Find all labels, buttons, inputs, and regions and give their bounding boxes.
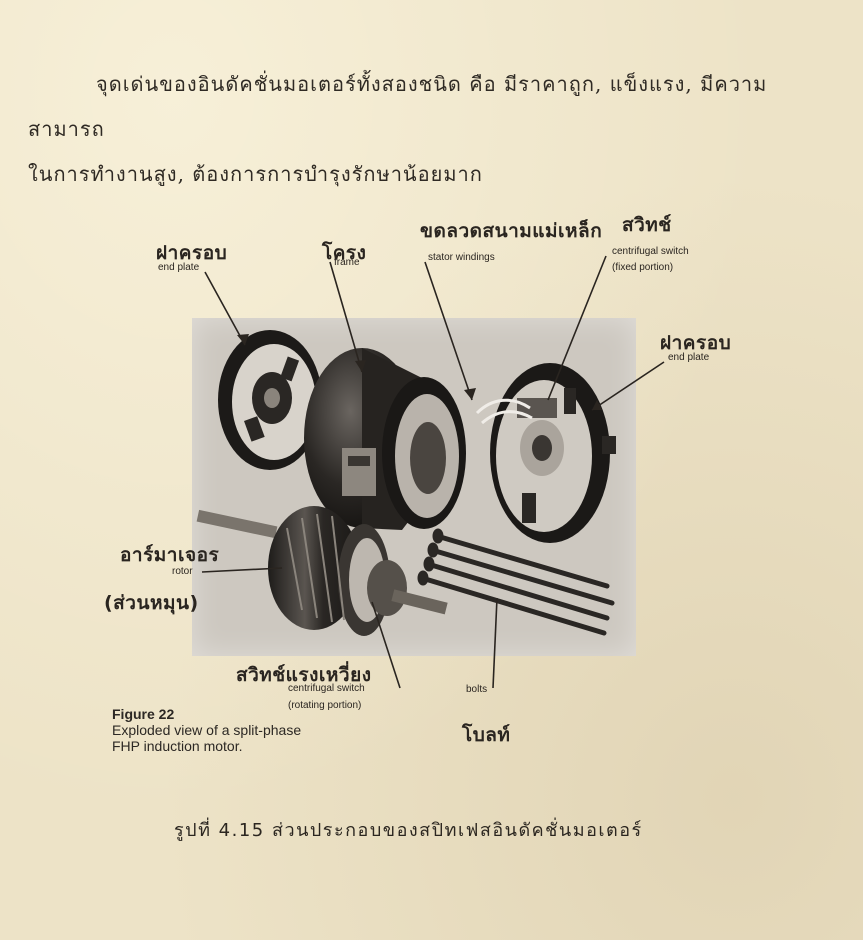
body-paragraph: จุดเด่นของอินดัคชั่นมอเตอร์ทั้งสองชนิด ค… [28, 62, 828, 197]
label-stator-th: ขดลวดสนามแม่เหล็ก [420, 220, 603, 242]
figure-caption-thai: รูปที่ 4.15 ส่วนประกอบของสปิทเฟสอินดัคชั… [174, 820, 643, 841]
label-bolts-th: โบลท์ [462, 724, 511, 746]
figure-caption-block: Figure 22 Exploded view of a split-phase… [112, 706, 372, 754]
label-rotor-th-1: อาร์มาเจอร [120, 544, 220, 566]
paragraph-line-2: ในการทำงานสูง, ต้องการการบำรุงรักษาน้อยม… [28, 162, 483, 186]
label-frame-th: โครง [322, 242, 367, 264]
frame-shape [304, 348, 466, 530]
rotor-shape [196, 506, 448, 636]
figure-description-line-2: FHP induction motor. [112, 738, 243, 754]
bolts-shape [417, 528, 615, 636]
label-end-plate-right-en: end plate [668, 352, 710, 363]
label-rotor-th-2: (ส่วนหมุน) [104, 592, 199, 614]
paragraph-line-1: จุดเด่นของอินดัคชั่นมอเตอร์ทั้งสองชนิด ค… [28, 72, 768, 141]
figure-title: Figure 22 [112, 706, 175, 722]
label-cswitch-en-2: (rotating portion) [288, 700, 362, 711]
motor-exploded-photo [192, 318, 636, 656]
left-end-plate-shape [218, 330, 322, 470]
label-switch-th: สวิทช์ [622, 214, 672, 236]
motor-parts-illustration [196, 330, 616, 636]
label-switch-en-1: centrifugal switch [612, 246, 689, 257]
label-end-plate-left-en: end plate [158, 262, 200, 273]
label-frame-en: frame [334, 257, 360, 268]
figure-description-line-1: Exploded view of a split-phase [112, 722, 302, 738]
label-end-plate-right-th: ฝาครอบ [660, 332, 732, 354]
label-stator-en: stator windings [428, 252, 495, 263]
label-end-plate-left-th: ฝาครอบ [156, 242, 228, 264]
label-switch-en-2: (fixed portion) [612, 262, 674, 273]
label-cswitch-en-1: centrifugal switch [288, 683, 365, 694]
label-bolts-en: bolts [466, 684, 488, 695]
right-end-plate-shape [475, 363, 616, 543]
label-rotor-en: rotor [172, 566, 193, 577]
label-cswitch-th: สวิทช์แรงเหวี่ยง [236, 664, 372, 686]
